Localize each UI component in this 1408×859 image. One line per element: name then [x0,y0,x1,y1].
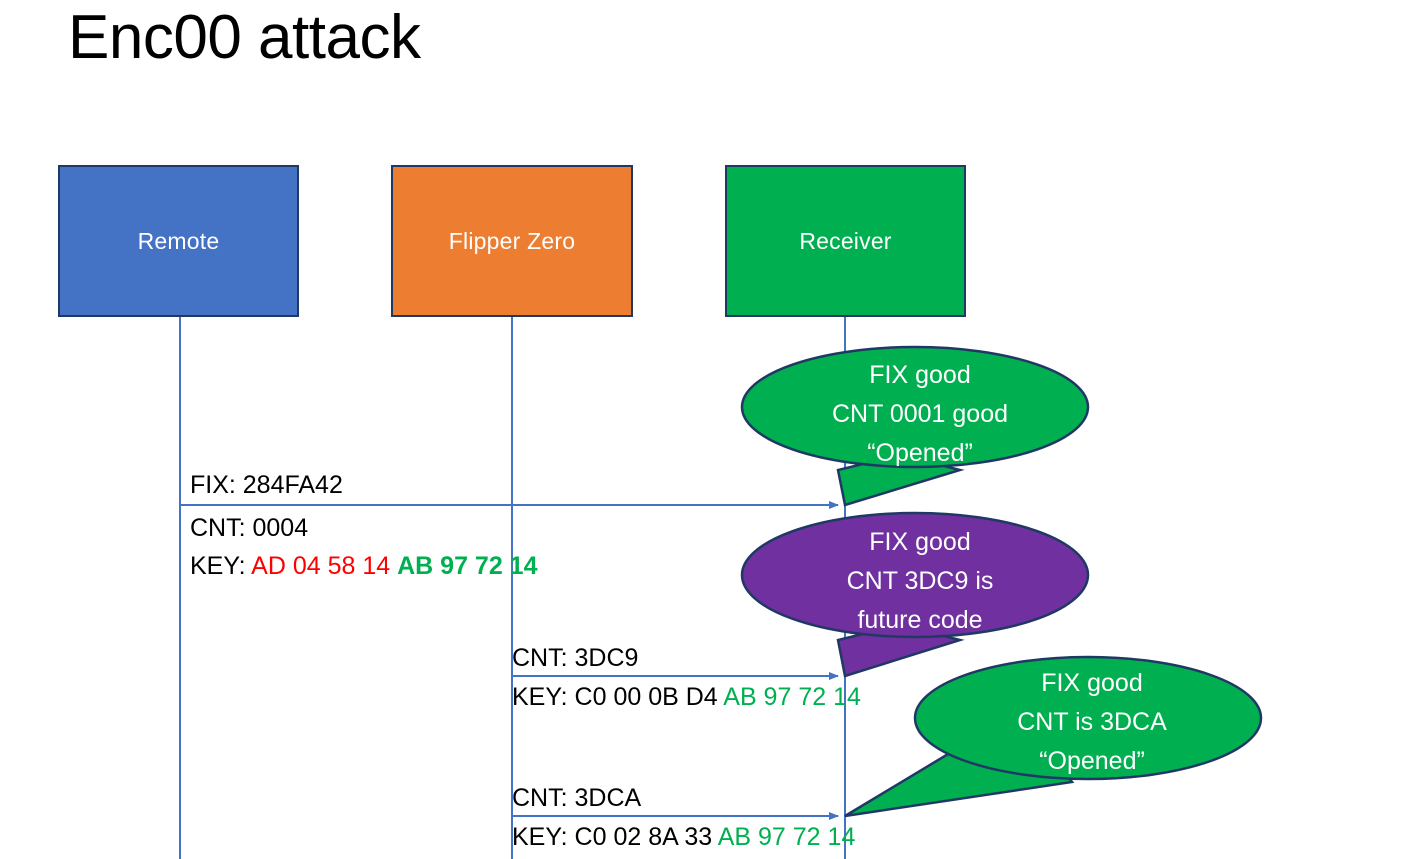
bubble-2-line-2: CNT 3DC9 is [846,567,994,595]
bubble-2-line-3: future code [857,606,983,634]
message-2-key-prefix: KEY: C0 00 0B D4 [512,683,718,711]
message-2-key-label: KEY: C0 00 0B D4 AB 97 72 14 [512,678,861,717]
speech-bubble-3-text: FIX good CNT is 3DCA “Opened” [932,664,1252,781]
message-1-fix-label: FIX: 284FA42 [190,471,343,499]
bubble-1-line-1: FIX good [869,361,971,389]
actor-label-remote: Remote [137,227,220,254]
message-1-key-encrypted: AD 04 58 14 [251,552,391,580]
bubble-1-line-2: CNT 0001 good [831,400,1009,428]
message-3-key-prefix: KEY: C0 02 8A 33 [512,823,713,851]
message-3-key-label: KEY: C0 02 8A 33 AB 97 72 14 [512,818,855,857]
actor-box-receiver[interactable]: Receiver [725,165,966,317]
bubble-1-line-3: “Opened” [867,439,973,467]
page-title: Enc00 attack [68,3,421,72]
actor-label-flipper-zero: Flipper Zero [448,227,576,254]
actor-box-remote[interactable]: Remote [58,165,299,317]
bubble-2-line-1: FIX good [869,528,971,556]
bubble-3-line-1: FIX good [1041,669,1143,697]
message-3-cnt-label: CNT: 3DCA [512,784,642,812]
actor-box-flipper-zero[interactable]: Flipper Zero [391,165,633,317]
message-2-key-serial: AB 97 72 14 [723,683,861,711]
message-3-key-serial: AB 97 72 14 [717,823,856,851]
message-1-key-label: KEY: AD 04 58 14 AB 97 72 14 [190,547,538,586]
message-1-key-serial: AB 97 72 14 [397,552,538,580]
message-1-cnt-label: CNT: 0004 [190,514,309,542]
speech-bubble-1-text: FIX good CNT 0001 good “Opened” [760,356,1080,473]
actor-label-receiver: Receiver [799,227,892,254]
speech-bubble-2-text: FIX good CNT 3DC9 is future code [760,523,1080,640]
bubble-3-line-3: “Opened” [1039,747,1145,775]
message-1-key-prefix: KEY: [190,552,246,580]
bubble-3-line-2: CNT is 3DCA [1017,708,1167,736]
message-2-cnt-label: CNT: 3DC9 [512,644,639,672]
